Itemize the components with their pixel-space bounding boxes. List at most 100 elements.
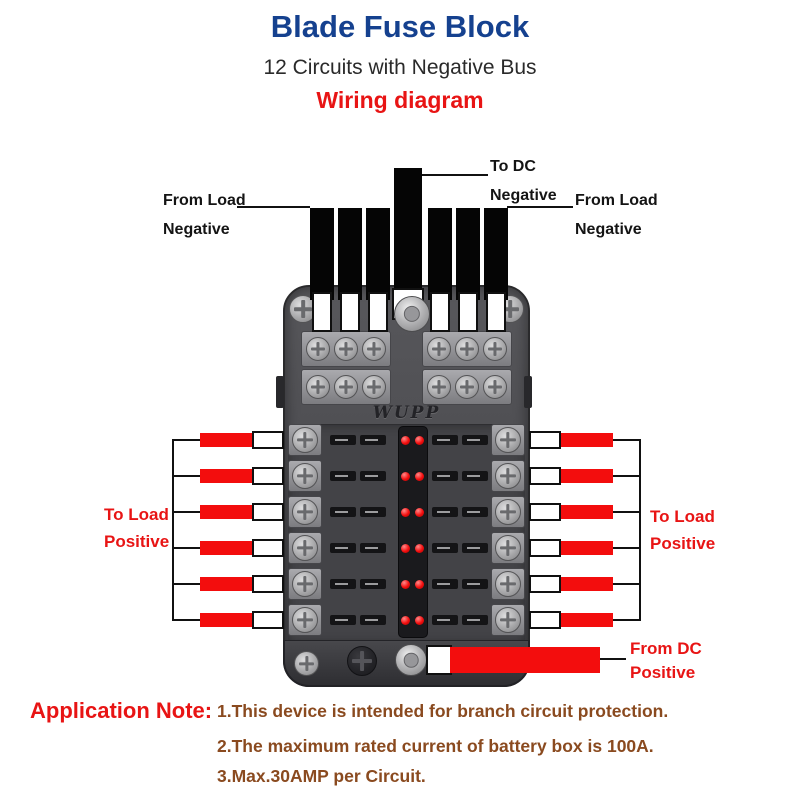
fuse-terminal-screw-icon [495,535,521,561]
label-line: From DC [630,639,702,658]
label-line: Negative [490,187,557,204]
indicator-led-icon [401,508,410,517]
spade-terminal [529,467,561,485]
dc-positive-crimp-terminal [426,645,452,675]
fuse-slot [360,615,386,625]
fuse-slot [462,435,488,445]
fuse-terminal-screw-icon [495,607,521,633]
spade-terminal [486,292,506,332]
fuse-slot [330,543,356,553]
indicator-led-icon [415,436,424,445]
application-note-item-1: 1.This device is intended for branch cir… [217,701,669,721]
load-positive-wire [200,505,252,519]
label-line: From Load [575,192,658,209]
fuse-slot [462,579,488,589]
label-from-load-negative-left: From Load Negative [163,186,246,244]
fuse-slot [330,435,356,445]
label-line: Positive [104,532,170,551]
fuse-slot [462,615,488,625]
fuse-slot [432,435,458,445]
led-indicator-strip [398,426,428,638]
label-from-load-negative-right: From Load Negative [575,186,658,244]
fuse-slot [462,471,488,481]
fuse-slot [462,507,488,517]
positive-bus-stud [395,644,427,676]
load-positive-wire [200,577,252,591]
label-from-dc-positive: From DC Positive [630,637,702,685]
terminal-screw-icon [362,337,386,361]
label-to-load-positive-right: To Load Positive [650,503,715,557]
application-note-item-2: 2.The maximum rated current of battery b… [217,736,654,756]
load-negative-wire [338,208,362,300]
leader-line-right-negative [507,206,573,208]
load-positive-wire [561,613,613,627]
spade-terminal [252,431,284,449]
load-wire-connector [613,583,640,585]
load-wire-connector [613,547,640,549]
spade-terminal [529,431,561,449]
terminal-screw-icon [483,337,507,361]
load-negative-wire [428,208,452,300]
application-note-item-3: 3.Max.30AMP per Circuit. [217,766,426,786]
fuse-terminal-screw-icon [495,463,521,489]
spade-terminal [529,503,561,521]
terminal-screw-icon [483,375,507,399]
fuse-slot [330,579,356,589]
fuse-slot [432,507,458,517]
mounting-tab-right [524,376,532,408]
spade-terminal [368,292,388,332]
fuse-slot [462,543,488,553]
indicator-led-icon [401,544,410,553]
load-positive-wire [200,469,252,483]
load-bus-line-left [172,439,174,621]
label-line: To Load [650,507,715,526]
load-negative-wire [366,208,390,300]
indicator-led-icon [401,472,410,481]
spade-terminal [529,575,561,593]
fuse-slot [330,507,356,517]
leader-line-dc-positive [600,658,626,660]
label-to-dc-negative: To DC Negative [490,152,557,210]
load-wire-connector [173,511,200,513]
load-wire-connector [173,583,200,585]
spade-terminal [458,292,478,332]
spade-terminal [529,539,561,557]
load-bus-line-right [639,439,641,621]
dc-positive-wire [450,647,600,673]
fuse-terminal-screw-icon [495,427,521,453]
load-wire-connector [173,475,200,477]
fuse-terminal-screw-icon [292,535,318,561]
fuse-slot [360,435,386,445]
leader-line-left-negative [237,206,310,208]
label-line: Positive [650,534,716,553]
cover-screw-icon [347,646,377,676]
load-positive-wire [561,505,613,519]
terminal-screw-icon [334,337,358,361]
indicator-led-icon [401,436,410,445]
fuse-slot [432,615,458,625]
load-negative-wire [310,208,334,300]
spade-terminal [252,503,284,521]
indicator-led-icon [401,580,410,589]
spade-terminal [252,575,284,593]
terminal-screw-icon [306,375,330,399]
label-line: Positive [630,663,696,682]
spade-terminal [529,611,561,629]
load-positive-wire [561,577,613,591]
spade-terminal [312,292,332,332]
indicator-led-icon [415,472,424,481]
load-negative-wire [456,208,480,300]
leader-line-to-dc [422,174,488,176]
load-wire-connector [613,619,640,621]
load-positive-wire [200,613,252,627]
load-negative-wire [484,208,508,300]
terminal-screw-icon [427,375,451,399]
fuse-slot [432,579,458,589]
load-positive-wire [561,469,613,483]
load-wire-connector [173,439,200,441]
fuse-terminal-screw-icon [292,463,318,489]
indicator-led-icon [401,616,410,625]
load-wire-connector [613,475,640,477]
dc-negative-wire [394,168,422,294]
load-wire-connector [613,439,640,441]
